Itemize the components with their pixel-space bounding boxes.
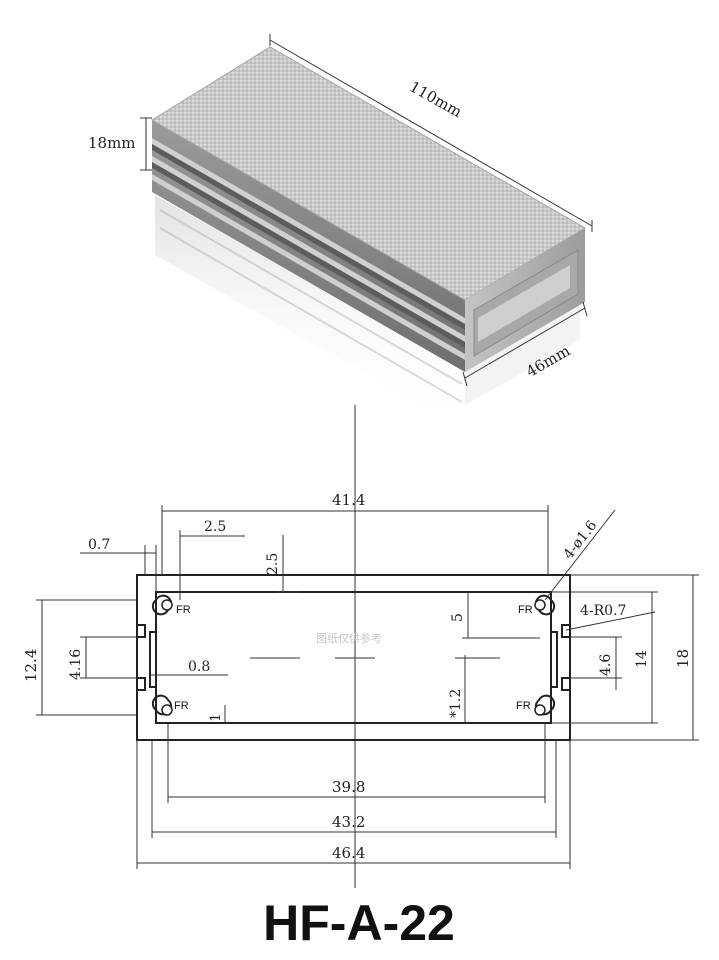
height-label: 18mm [88, 134, 136, 152]
side-grooves [152, 138, 465, 360]
length-label: 110mm [406, 78, 465, 121]
dim-39-8: 39.8 [332, 778, 365, 796]
dim-1: 1 [208, 713, 224, 722]
end-reflection [465, 305, 580, 405]
end-inner-wall [478, 265, 570, 342]
dim-12-4: 12.4 [22, 649, 40, 682]
dim-height: 18mm [88, 117, 152, 171]
dim-14: 14 [634, 650, 650, 668]
dim-18: 18 [674, 649, 692, 668]
dim-4-16: 4.16 [68, 649, 84, 680]
enclosure-reflection [155, 195, 465, 430]
dim-1-2: *1.2 [448, 689, 464, 718]
side-slots [137, 624, 570, 691]
dim-4-6: 4.6 [598, 654, 614, 676]
dim-43-2: 43.2 [332, 813, 365, 831]
enclosure-photo: 110mm 18mm 46mm [88, 34, 593, 430]
dim-46-4: 46.4 [332, 844, 365, 862]
fr-label-bottom-left: FR [174, 700, 189, 712]
fr-label-bottom-right: FR [516, 700, 531, 712]
inner-cavity [155, 591, 552, 724]
outer-profile [136, 574, 571, 741]
dim-2-5-horizontal: 2.5 [204, 519, 226, 535]
dim-0-8: 0.8 [188, 659, 210, 675]
dim-2-5-vertical: 2.5 [265, 553, 281, 575]
watermark: 图纸仅供参考 [316, 631, 382, 645]
dim-5: 5 [450, 613, 466, 622]
fr-label-top-left: FR [176, 604, 191, 616]
cross-section-drawing: FR FR FR FR 41.4 2.5 2.5 0.7 [22, 405, 699, 888]
model-name: HF-A-22 [263, 895, 455, 951]
dim-41-4: 41.4 [332, 491, 365, 509]
dim-radius: 4-R0.7 [580, 603, 626, 619]
fr-label-top-right: FR [518, 604, 533, 616]
dim-hole: 4-ø1.6 [561, 518, 601, 563]
screw-holes [151, 594, 556, 716]
reflection-grooves [159, 209, 463, 403]
dim-0-7: 0.7 [88, 537, 110, 553]
